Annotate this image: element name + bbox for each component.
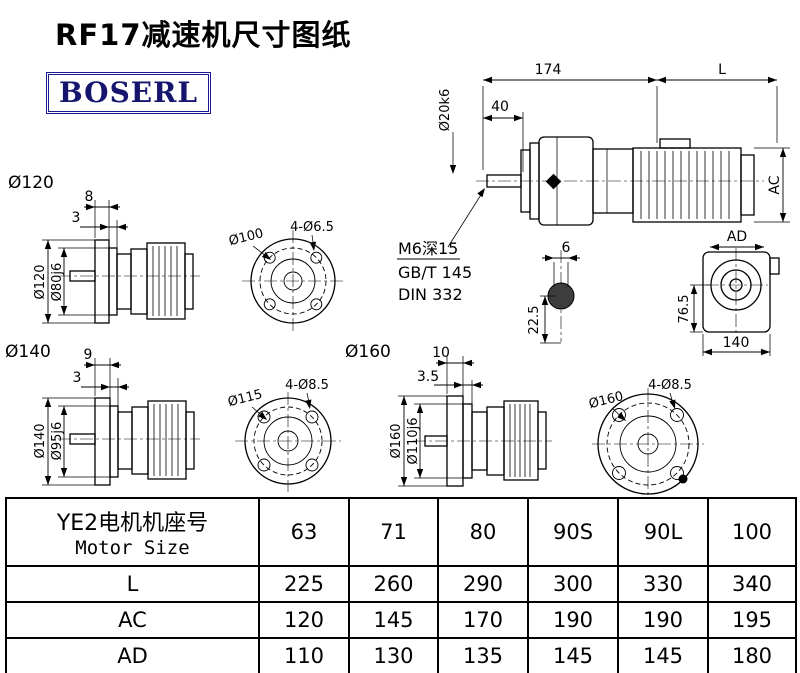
flange140-side-view — [58, 397, 200, 486]
dim-label-40: 40 — [491, 99, 509, 115]
eyebolt-mark — [545, 173, 562, 190]
row-label-AC: AC — [5, 601, 260, 639]
column-header-100: 100 — [707, 497, 797, 567]
table-cell: 290 — [437, 565, 529, 603]
dim-label-key-depth: 22.5 — [527, 306, 542, 335]
table-cell: 300 — [527, 565, 619, 603]
table-cell: 110 — [258, 637, 350, 673]
table-cell: 195 — [707, 601, 797, 639]
dim-label-d95j6: Ø95j6 — [50, 422, 65, 461]
table-cell: 225 — [258, 565, 350, 603]
flange160-dimensions: 10 3.5 Ø160 Ø110j6 — [389, 345, 483, 487]
table-cell: 170 — [437, 601, 529, 639]
assembly-side-view — [476, 136, 764, 226]
dim-label-140: 140 — [723, 335, 750, 351]
dim-label-d160: Ø160 — [389, 423, 404, 458]
dim-label-174: 174 — [535, 62, 562, 78]
flange160-front-view: Ø160 4-Ø8.5 — [587, 378, 704, 496]
thread-note-line1: M6深15 — [398, 239, 458, 258]
bolt-mark — [678, 474, 688, 484]
dim-label-10: 10 — [432, 345, 450, 361]
column-header-80: 80 — [437, 497, 529, 567]
row-label-L: L — [5, 565, 260, 603]
flange140-dimensions: 9 3 Ø140 Ø95j6 — [33, 347, 129, 486]
flange120-front-view: Ø100 4-Ø6.5 — [227, 220, 344, 332]
dim-label-key-width: 6 — [562, 240, 571, 256]
section-label-160: Ø160 — [345, 342, 391, 362]
motor-rear-view: 76.5 140 — [677, 248, 780, 356]
dim-label-4-d8-5a: 4-Ø8.5 — [285, 378, 329, 393]
table-cell: 145 — [617, 637, 709, 673]
dim-label-d110j6: Ø110j6 — [406, 418, 421, 465]
dim-label-3-5: 3.5 — [417, 369, 439, 385]
column-header-71: 71 — [348, 497, 439, 567]
column-header-63: 63 — [258, 497, 350, 567]
dim-label-d140: Ø140 — [33, 423, 48, 458]
table-cell: 260 — [348, 565, 439, 603]
thread-note-line2: GB/T 145 — [398, 263, 472, 282]
dim-label-L: L — [718, 62, 726, 78]
table-row-AC: AC 120 145 170 190 190 195 — [5, 601, 797, 639]
column-header-90s: 90S — [527, 497, 619, 567]
dim-label-3: 3 — [72, 210, 81, 226]
motor-fins — [640, 151, 730, 219]
table-cell: 120 — [258, 601, 350, 639]
table-cell: 330 — [617, 565, 709, 603]
dim-label-3b: 3 — [73, 370, 82, 386]
flange120-side-view — [58, 239, 200, 324]
table-row-L: L 225 260 290 300 330 340 — [5, 565, 797, 603]
table-cell: 190 — [617, 601, 709, 639]
table-cell: 135 — [437, 637, 529, 673]
dim-label-9: 9 — [84, 347, 93, 363]
dim-label-d80j6: Ø80j6 — [50, 263, 65, 302]
dim-label-4-d8-5b: 4-Ø8.5 — [648, 378, 692, 393]
assembly-dimensions: 174 L 40 Ø20k6 AC AD — [438, 62, 790, 251]
dim-label-76-5: 76.5 — [677, 295, 692, 324]
dim-label-8: 8 — [85, 189, 94, 205]
thread-note: M6深15 GB/T 145 DIN 332 — [397, 186, 488, 304]
table-header-row: YE2电机机座号 Motor Size 63 71 80 90S 90L 100 — [5, 497, 797, 567]
table-cell: 145 — [348, 601, 439, 639]
dim-label-d120: Ø120 — [33, 264, 48, 299]
section-label-140: Ø140 — [5, 342, 51, 362]
thread-note-line3: DIN 332 — [398, 285, 463, 304]
table-row-AD: AD 110 130 135 145 145 180 — [5, 637, 797, 673]
section-label-120: Ø120 — [8, 173, 54, 193]
dim-label-shaft-dia: Ø20k6 — [438, 89, 453, 132]
dim-label-AD: AD — [727, 229, 747, 245]
table-cell: 340 — [707, 565, 797, 603]
dim-label-4-d6-5: 4-Ø6.5 — [290, 220, 334, 235]
table-header-motor-size: YE2电机机座号 Motor Size — [5, 497, 260, 567]
flange140-front-view: Ø115 4-Ø8.5 — [226, 378, 341, 492]
header-label-en: Motor Size — [75, 537, 190, 559]
page-title: RF17减速机尺寸图纸 — [55, 18, 352, 52]
motor-size-table: YE2电机机座号 Motor Size 63 71 80 90S 90L 100… — [5, 497, 797, 673]
dim-label-d115: Ø115 — [226, 387, 264, 410]
brand-text: BOSERL — [59, 76, 199, 109]
dim-label-d100: Ø100 — [227, 226, 265, 249]
brand-logo-box: BOSERL — [46, 72, 212, 114]
table-cell: 180 — [707, 637, 797, 673]
technical-drawing: 174 L 40 Ø20k6 AC AD M6深15 GB/T 1 — [5, 62, 790, 496]
column-header-90l: 90L — [617, 497, 709, 567]
flange160-side-view — [413, 395, 552, 487]
dim-label-AC: AC — [767, 175, 783, 194]
table-cell: 190 — [527, 601, 619, 639]
row-label-AD: AD — [5, 637, 260, 673]
table-cell: 145 — [527, 637, 619, 673]
table-cell: 130 — [348, 637, 439, 673]
header-label-cn: YE2电机机座号 — [56, 511, 209, 536]
shaft-key-section: 6 22.5 — [527, 240, 580, 344]
flange120-dimensions: 8 3 Ø120 Ø80j6 — [33, 189, 128, 324]
